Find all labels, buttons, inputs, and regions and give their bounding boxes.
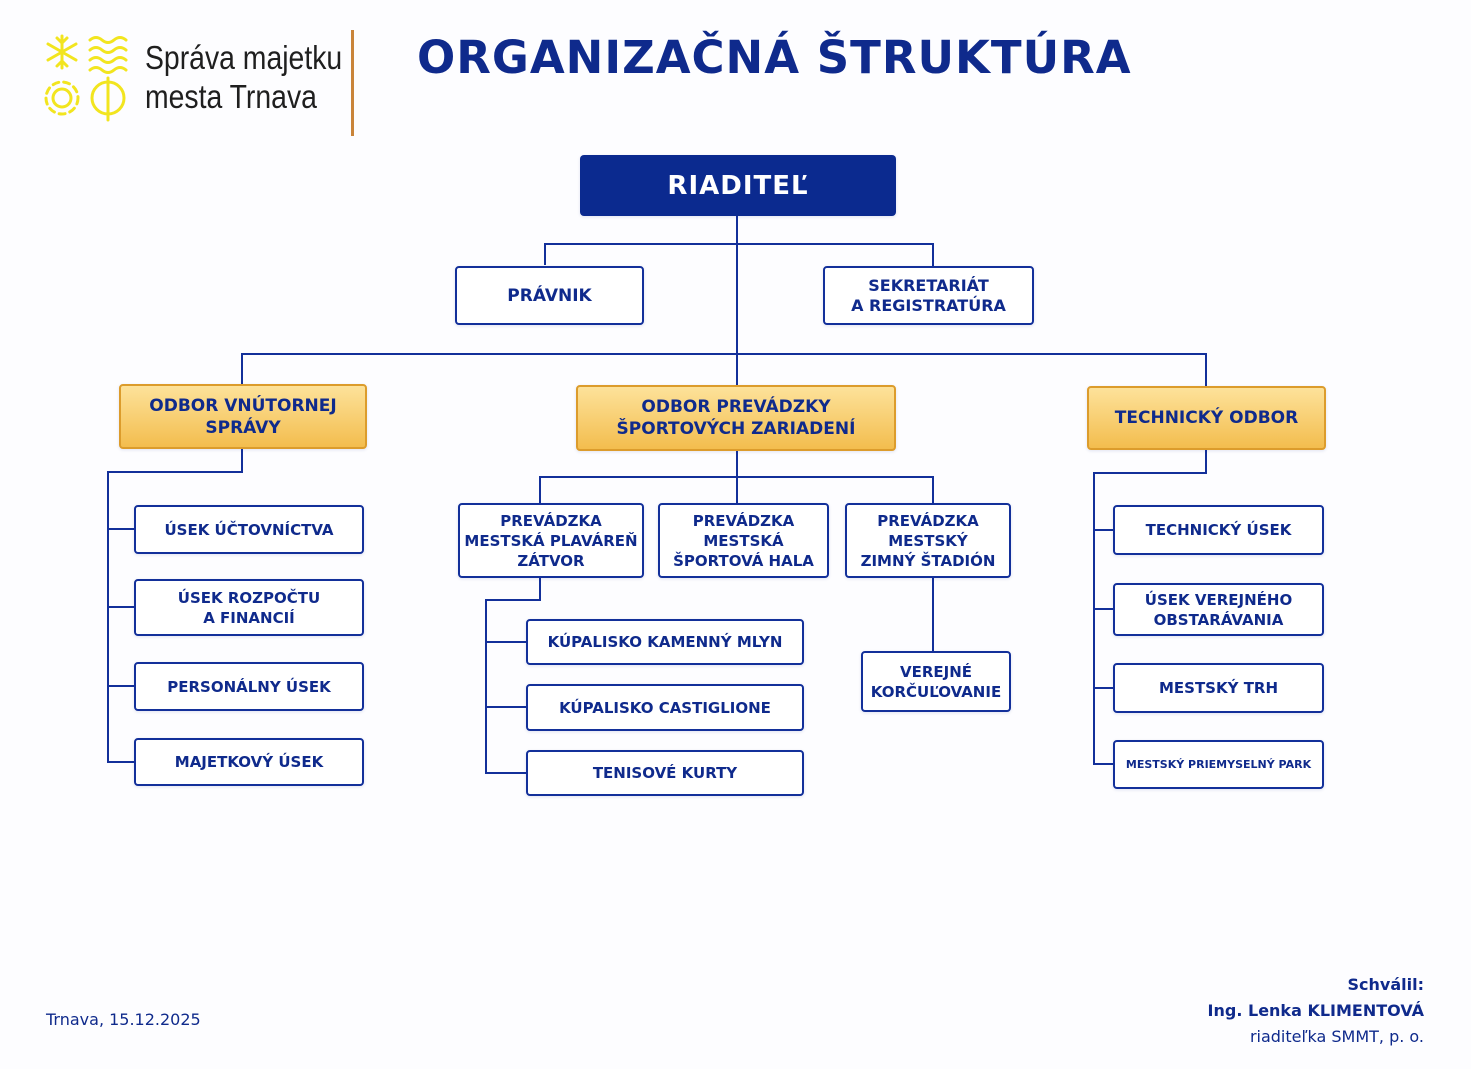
department-sports-facilities: ODBOR PREVÁDZKY ŠPORTOVÝCH ZARIADENÍ: [576, 385, 896, 451]
unit-industrial-park: MESTSKÝ PRIEMYSELNÝ PARK: [1113, 740, 1324, 789]
approver-name: Ing. Lenka KLIMENTOVÁ: [1207, 1001, 1424, 1020]
approval-block: Schválil: Ing. Lenka KLIMENTOVÁ riaditeľ…: [1208, 972, 1424, 1050]
unit-budget-finance: ÚSEK ROZPOČTU A FINANCIÍ: [134, 579, 364, 636]
department-technical: TECHNICKÝ ODBOR: [1087, 386, 1326, 450]
lawyer-box: PRÁVNIK: [455, 266, 644, 325]
department-internal-administration: ODBOR VNÚTORNEJ SPRÁVY: [119, 384, 367, 449]
operation-sports-hall: PREVÁDZKA MESTSKÁ ŠPORTOVÁ HALA: [658, 503, 829, 578]
secretariat-box: SEKRETARIÁT A REGISTRATÚRA: [823, 266, 1034, 325]
organization-logo-icon: [44, 34, 128, 122]
organization-name: Správa majetku mesta Trnava: [145, 38, 342, 116]
organization-name-line1: Správa majetku: [145, 39, 343, 76]
unit-city-market: MESTSKÝ TRH: [1113, 663, 1324, 713]
unit-public-procurement: ÚSEK VEREJNÉHO OBSTARÁVANIA: [1113, 583, 1324, 636]
approved-label: Schválil:: [1347, 975, 1424, 994]
header-divider: [351, 30, 354, 136]
unit-personnel: PERSONÁLNY ÚSEK: [134, 662, 364, 711]
subunit-kupalisko-kamenny-mlyn: KÚPALISKO KAMENNÝ MLYN: [526, 619, 804, 665]
unit-technical: TECHNICKÝ ÚSEK: [1113, 505, 1324, 555]
unit-accounting: ÚSEK ÚČTOVNÍCTVA: [134, 505, 364, 554]
subunit-tennis-courts: TENISOVÉ KURTY: [526, 750, 804, 796]
operation-swimming-pool-zatvor: PREVÁDZKA MESTSKÁ PLAVÁREŇ ZÁTVOR: [458, 503, 644, 578]
document-date: Trnava, 15.12.2025: [46, 1010, 201, 1029]
director-box: RIADITEĽ: [580, 155, 896, 216]
organization-name-line2: mesta Trnava: [145, 78, 317, 115]
subunit-kupalisko-castiglione: KÚPALISKO CASTIGLIONE: [526, 684, 804, 731]
operation-ice-stadium: PREVÁDZKA MESTSKÝ ZIMNÝ ŠTADIÓN: [845, 503, 1011, 578]
approver-role: riaditeľka SMMT, p. o.: [1249, 1027, 1424, 1046]
unit-property: MAJETKOVÝ ÚSEK: [134, 738, 364, 786]
page-title: ORGANIZAČNÁ ŠTRUKTÚRA: [417, 31, 1132, 84]
subunit-public-skating: VEREJNÉ KORČUĽOVANIE: [861, 651, 1011, 712]
